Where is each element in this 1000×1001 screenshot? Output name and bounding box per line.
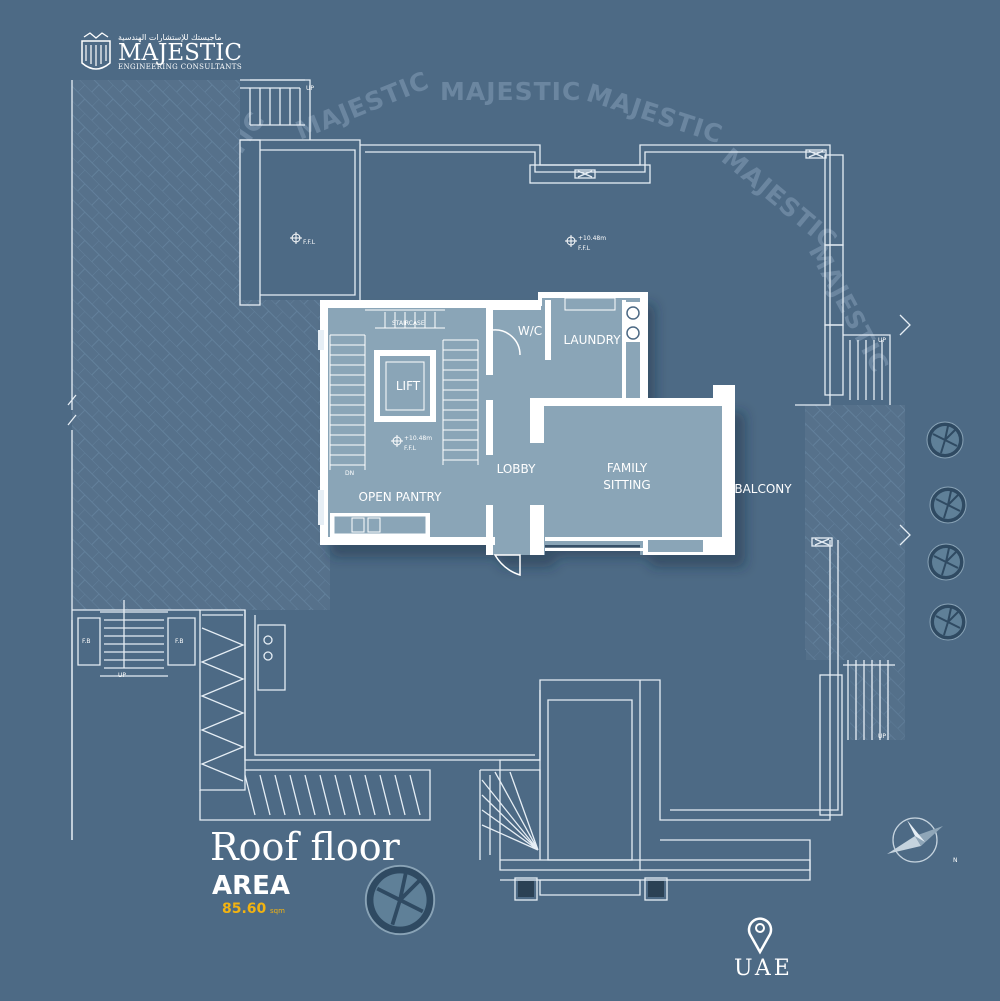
- room-labels: STAIRCASE LIFT W/C LAUNDRY LOBBY FAMILY …: [359, 320, 793, 504]
- level-marker-lobby: +10.48m F.F.L: [391, 435, 432, 452]
- level-marker-left: F.F.L: [290, 232, 316, 246]
- up-label-right-bottom: UP: [878, 733, 886, 740]
- level-markers: +10.48m F.F.L F.F.L +10.48m F.F.L DN UP …: [82, 85, 886, 740]
- balcony-label: BALCONY: [734, 482, 792, 496]
- family-sitting-label-2: SITTING: [603, 478, 650, 492]
- dn-label: DN: [345, 470, 354, 477]
- svg-text:MAJESTIC: MAJESTIC: [583, 78, 726, 149]
- level-marker-main: +10.48m F.F.L: [565, 235, 606, 252]
- up-label-top: UP: [306, 85, 314, 92]
- lift-label: LIFT: [396, 379, 421, 393]
- area-label: AREA: [212, 871, 290, 901]
- svg-text:N: N: [953, 857, 958, 864]
- svg-text:F.F.L: F.F.L: [404, 445, 417, 452]
- floor-title: Roof floor: [210, 825, 401, 869]
- location-pin-icon: [747, 917, 773, 955]
- up-label-left: UP: [118, 672, 126, 679]
- fb-label-2: F.B: [175, 638, 184, 645]
- svg-text:F.F.L: F.F.L: [578, 245, 591, 252]
- location: UAE: [734, 917, 793, 981]
- roof-floor-block: [318, 292, 735, 577]
- svg-text:MAJESTIC: MAJESTIC: [291, 66, 433, 146]
- staircase-label: STAIRCASE: [392, 320, 425, 327]
- logo-name: MAJESTIC: [118, 40, 242, 66]
- company-logo: ماجيستك للإستشارات الهندسية MAJESTIC ENG…: [81, 32, 242, 71]
- floor-info: Roof floor AREA 85.60 sqm: [210, 825, 401, 917]
- up-label-right: UP: [878, 337, 886, 344]
- fb-label-1: F.B: [82, 638, 91, 645]
- area-unit: sqm: [270, 907, 285, 915]
- logo-crest-icon: [81, 32, 111, 70]
- logo-arabic-name: ماجيستك للإستشارات الهندسية: [118, 33, 221, 43]
- svg-text:MAJESTIC: MAJESTIC: [716, 142, 843, 255]
- lobby-label: LOBBY: [497, 462, 537, 476]
- svg-text:MAJESTIC: MAJESTIC: [440, 77, 581, 106]
- svg-text:MAJESTIC: MAJESTIC: [803, 239, 895, 377]
- svg-text:F.F.L: F.F.L: [303, 239, 316, 246]
- area-value: 85.60: [222, 901, 267, 917]
- plan-linework: [67, 79, 911, 901]
- open-pantry-label: OPEN PANTRY: [359, 490, 443, 504]
- laundry-label: LAUNDRY: [563, 333, 621, 347]
- svg-text:+10.48m: +10.48m: [404, 435, 432, 442]
- family-sitting-label-1: FAMILY: [607, 461, 648, 475]
- north-arrow-icon: N: [887, 817, 958, 864]
- svg-text:+10.48m: +10.48m: [578, 235, 606, 242]
- location-label: UAE: [734, 956, 793, 981]
- wc-label: W/C: [518, 324, 542, 338]
- logo-subtitle: ENGINEERING CONSULTANTS: [118, 63, 242, 71]
